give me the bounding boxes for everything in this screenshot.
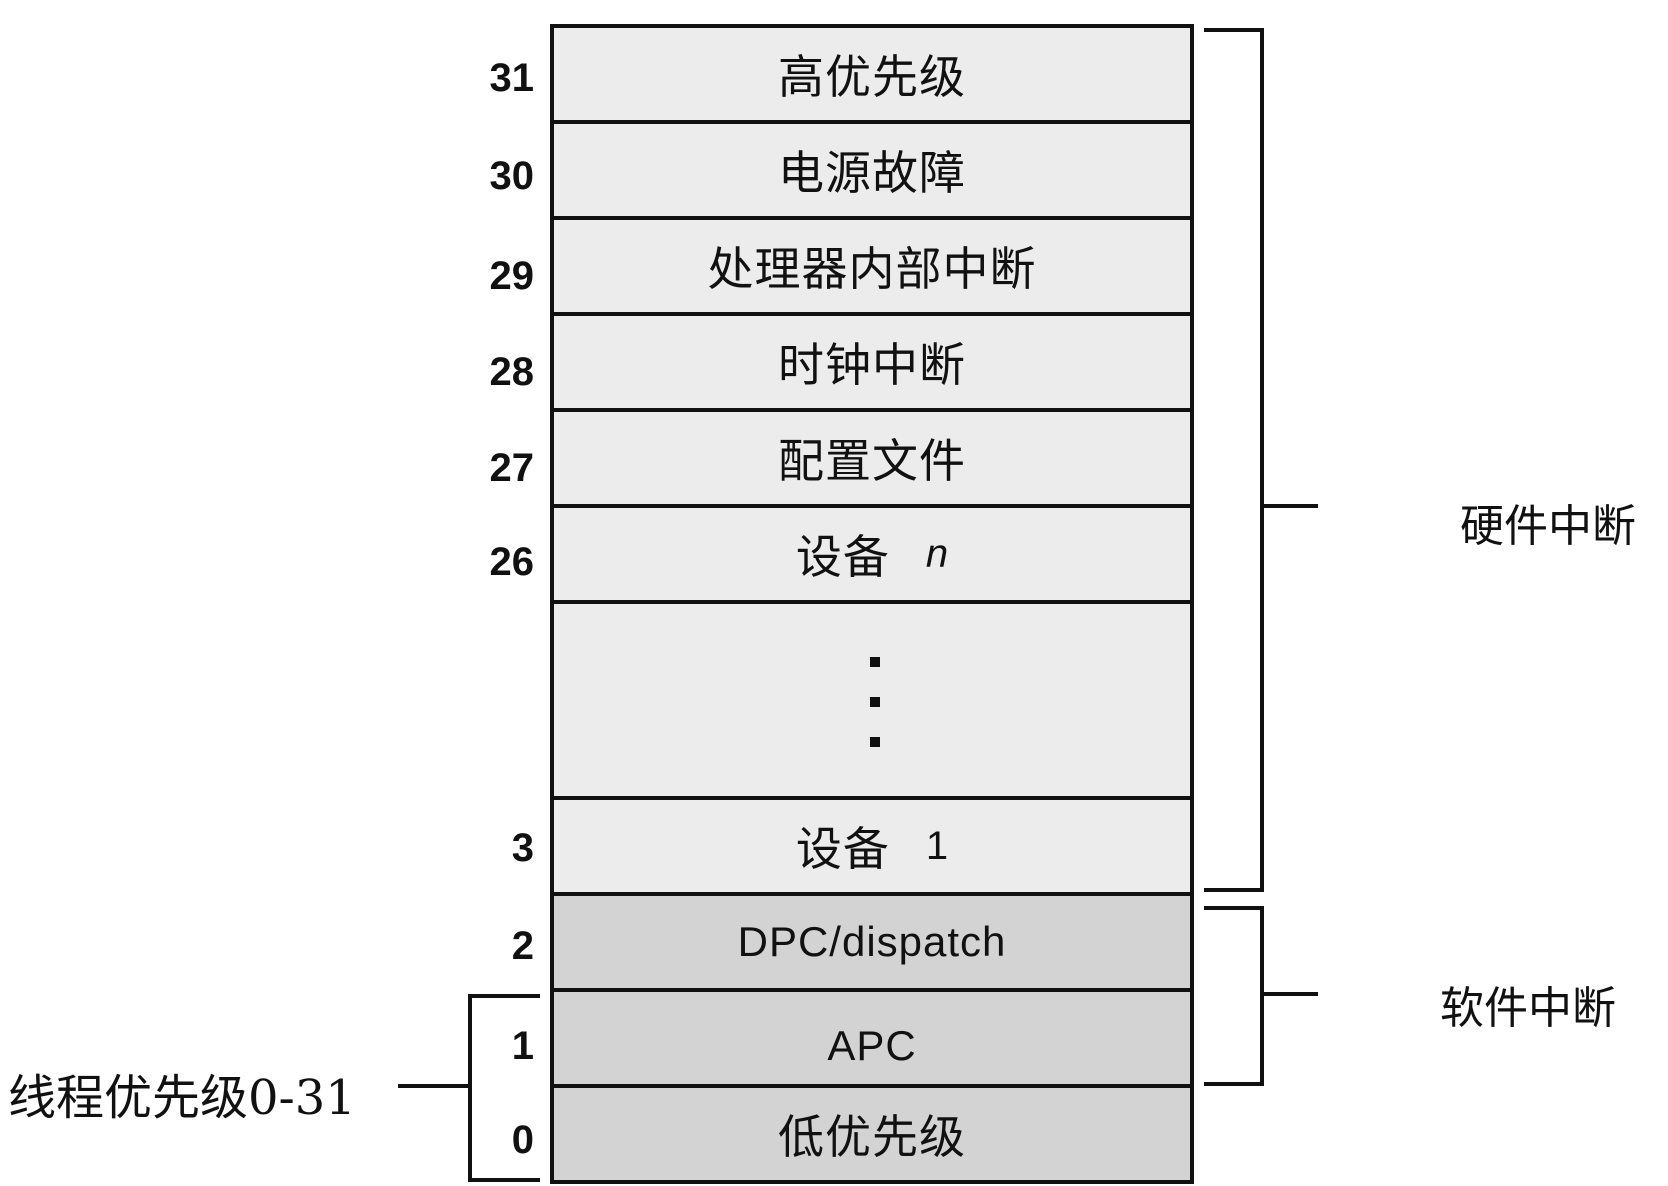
level-28-label: 时钟中断 (778, 338, 966, 392)
level-31-cell: 高优先级 (552, 26, 1192, 122)
thread-bracket (468, 994, 540, 1182)
level-3-suffix: 1 (925, 823, 949, 868)
ellipsis-cell (552, 602, 1192, 798)
ellipsis-dot (870, 697, 880, 707)
ellipsis-dot (870, 657, 880, 667)
level-28-cell: 时钟中断 (552, 314, 1192, 410)
level-30-cell: 电源故障 (552, 122, 1192, 218)
level-number-30: 30 (489, 154, 535, 198)
level-1-cell: APC (552, 990, 1192, 1086)
level-0-label: 低优先级 (778, 1110, 966, 1164)
level-30-label: 电源故障 (778, 146, 966, 200)
ellipsis-dot (870, 737, 880, 747)
level-29-cell: 处理器内部中断 (552, 218, 1192, 314)
level-27-label: 配置文件 (778, 434, 966, 488)
software-interrupt-label: 软件中断 (1440, 983, 1616, 1034)
software-bracket (1204, 906, 1264, 1086)
level-number-1: 1 (511, 1024, 534, 1068)
level-26-suffix: n (925, 531, 949, 576)
level-number-29: 29 (489, 254, 535, 298)
level-number-28: 28 (489, 350, 535, 394)
level-number-26: 26 (489, 540, 535, 584)
level-0-cell: 低优先级 (552, 1086, 1192, 1182)
level-29-label: 处理器内部中断 (707, 242, 1037, 296)
level-26-cell: 设备 n (552, 506, 1192, 602)
level-number-2: 2 (511, 924, 534, 968)
level-26-label: 设备 (795, 530, 890, 584)
level-27-cell: 配置文件 (552, 410, 1192, 506)
hardware-interrupt-label: 硬件中断 (1460, 501, 1636, 552)
thread-priority-label: 线程优先级0-31 (8, 1070, 356, 1126)
level-3-cell: 设备 1 (552, 798, 1192, 894)
level-31-label: 高优先级 (778, 50, 966, 104)
level-number-0: 0 (511, 1118, 534, 1162)
level-2-cell: DPC/dispatch (552, 894, 1192, 990)
level-number-27: 27 (489, 446, 535, 490)
level-number-3: 3 (511, 826, 534, 870)
level-number-31: 31 (489, 56, 535, 100)
level-1-label: APC (827, 1022, 917, 1069)
level-2-label: DPC/dispatch (737, 918, 1007, 965)
level-3-label: 设备 (795, 822, 890, 876)
hardware-bracket (1204, 28, 1264, 892)
